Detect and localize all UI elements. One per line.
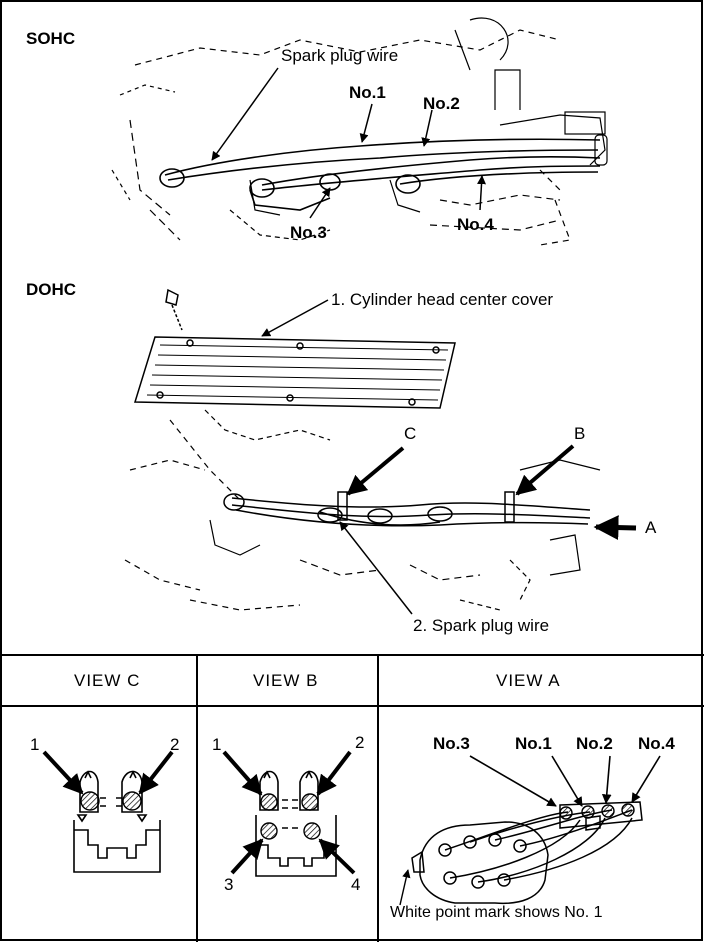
view-c-arrow-2: [138, 750, 174, 795]
sohc-no2-label: No.2: [423, 94, 460, 113]
a-arrow: [593, 515, 637, 541]
sohc-wire-leader: [211, 67, 279, 161]
view-b-arrow-3: [230, 838, 264, 875]
view-b-num-1: 1: [212, 735, 222, 754]
view-c-title: VIEW C: [74, 671, 141, 690]
cylinder-head-cover: [133, 288, 456, 409]
sohc-title: SOHC: [26, 29, 76, 48]
view-a-note-leader: [399, 869, 411, 906]
view-b-arrow-2: [316, 750, 352, 796]
view-a-terminal-3: [559, 806, 573, 820]
view-a-note: White point mark shows No. 1: [390, 904, 603, 921]
view-a-no3-label: No.3: [433, 734, 470, 753]
view-a-title: VIEW A: [496, 671, 561, 690]
dohc-title: DOHC: [26, 280, 77, 299]
view-a-terminal-1: [581, 805, 595, 819]
view-a-no2-label: No.2: [576, 734, 613, 753]
c-label: C: [404, 424, 417, 443]
view-b-num-4: 4: [351, 875, 361, 894]
view-b-wire-2: [301, 793, 319, 811]
cover-label: 1. Cylinder head center cover: [331, 290, 554, 309]
view-b-num-2: 2: [355, 733, 365, 752]
dohc-engine-sketch: [124, 409, 601, 611]
view-a-no4-label: No.4: [638, 734, 675, 753]
view-b-wire-3: [260, 822, 278, 840]
view-b-arrow-1: [222, 750, 263, 796]
a-label: A: [645, 518, 657, 537]
view-b-arrow-4: [318, 838, 356, 875]
view-c-arrow-1: [42, 750, 84, 795]
view-c-clip: [73, 770, 161, 873]
sohc-no3-leader: [309, 187, 331, 219]
views-grid: [0, 654, 704, 942]
view-a-no3-leader: [469, 755, 557, 807]
view-c-wire-2: [122, 791, 142, 811]
sohc-no4-leader: [477, 175, 487, 211]
view-a-no1-label: No.1: [515, 734, 552, 753]
dohc-wire-leader: [339, 521, 413, 615]
view-a-distributor: [411, 801, 643, 905]
sohc-wire-label: Spark plug wire: [281, 46, 399, 65]
b-label: B: [574, 424, 586, 443]
sohc-spark-plug-wires: [159, 138, 601, 211]
cover-leader: [261, 299, 329, 337]
view-a-terminal-2: [601, 804, 615, 818]
view-b-wire-1: [260, 793, 278, 811]
sohc-no1-leader: [359, 103, 373, 143]
view-a-no1-leader: [551, 755, 583, 807]
dohc-spark-plug-wires: [223, 491, 591, 527]
view-a-no4-leader: [631, 755, 661, 803]
dohc-wire-label: 2. Spark plug wire: [413, 616, 550, 635]
view-c-wire-1: [80, 791, 100, 811]
view-b-wire-4: [303, 822, 321, 840]
sohc-no4-label: No.4: [457, 215, 494, 234]
view-c-num-2: 2: [170, 735, 180, 754]
sohc-no3-label: No.3: [290, 223, 327, 242]
view-a-no2-leader: [601, 755, 612, 804]
view-c-num-1: 1: [30, 735, 40, 754]
b-arrow: [515, 444, 575, 496]
sohc-no1-label: No.1: [349, 83, 386, 102]
view-b-num-3: 3: [224, 875, 234, 894]
view-a-terminal-4: [621, 803, 635, 817]
view-b-title: VIEW B: [253, 671, 319, 690]
sohc-no2-leader: [421, 109, 433, 147]
c-arrow: [346, 446, 405, 496]
